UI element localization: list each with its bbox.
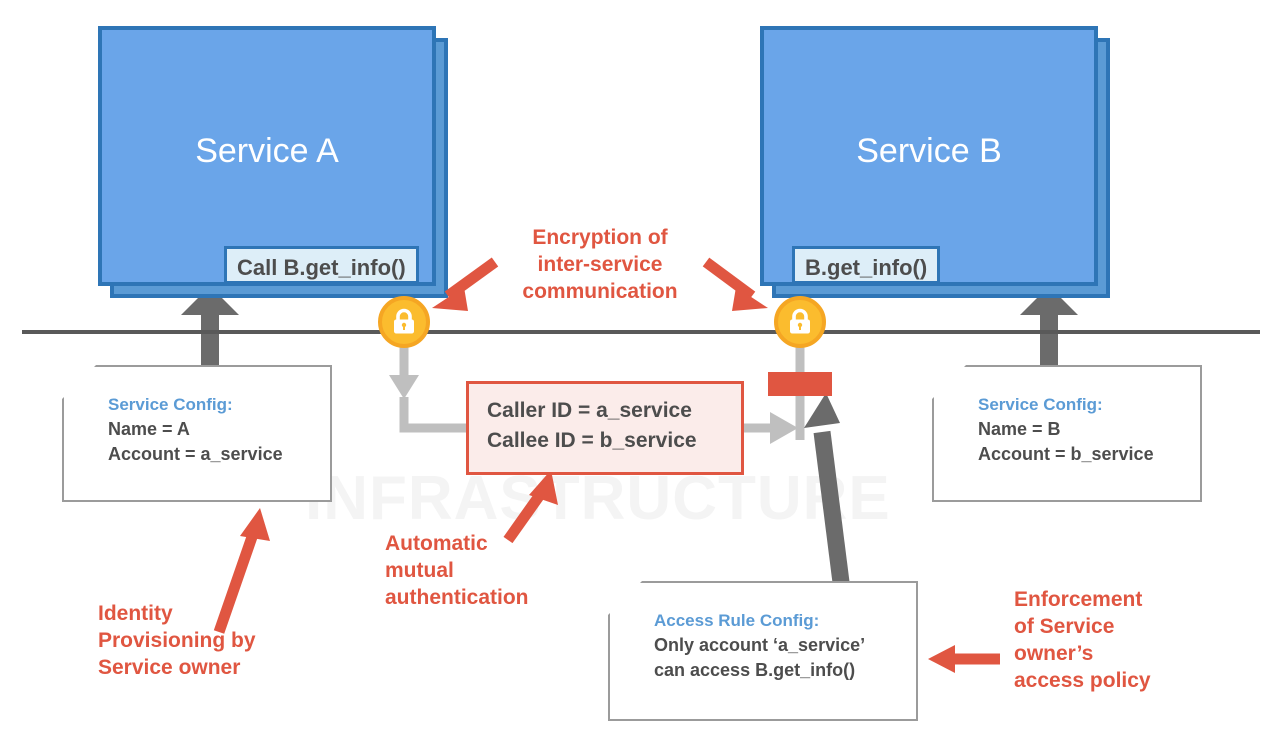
service-b-method[interactable]: B.get_info() [792, 246, 941, 284]
callout-mutual-auth-line-1: Automatic [385, 532, 488, 555]
service-a-title: Service A [195, 132, 339, 170]
flow-right-arrowhead [770, 412, 798, 444]
note-service-config-b-title: Service Config: [978, 395, 1103, 414]
lock-icon-left-service[interactable] [378, 296, 430, 348]
flow-left-arrowhead [389, 375, 419, 399]
callout-identity-provisioning: Identity Provisioning by Service owner [98, 600, 318, 681]
infrastructure-boundary-line [22, 330, 1260, 334]
infrastructure-watermark: INFRASTRUCTURE [305, 464, 891, 533]
note-service-config-b[interactable]: Service Config: Name = B Account = b_ser… [932, 365, 1202, 502]
identity-assertion-box: Caller ID = a_service Callee ID = b_serv… [466, 381, 744, 475]
identity-callee-line: Callee ID = b_service [487, 429, 697, 452]
service-b-card-front: Service B B.get_info() [760, 26, 1098, 286]
arrow-identity-a [181, 286, 239, 372]
note-service-config-a[interactable]: Service Config: Name = A Account = a_ser… [62, 365, 332, 502]
note-service-config-b-line-2: Account = b_service [978, 444, 1154, 464]
note-service-config-b-line-1: Name = B [978, 419, 1061, 439]
callout-enforcement-line-4: access policy [1014, 669, 1151, 692]
arrow-enforcement [804, 393, 852, 600]
callout-identity-line-2: Provisioning by [98, 629, 256, 652]
lock-icon-right-service[interactable] [774, 296, 826, 348]
note-access-rule-config[interactable]: Access Rule Config: Only account ‘a_serv… [608, 581, 918, 721]
note-access-rule-config-body: Access Rule Config: Only account ‘a_serv… [654, 609, 908, 683]
note-access-rule-config-line-1: Only account ‘a_service’ [654, 635, 866, 655]
callout-mutual-auth-line-2: mutual [385, 559, 454, 582]
service-a-method[interactable]: Call B.get_info() [224, 246, 419, 284]
service-a-card[interactable]: Service A Call B.get_info() [98, 26, 448, 298]
note-service-config-a-title: Service Config: [108, 395, 233, 414]
lock-icon [790, 308, 810, 334]
note-access-rule-config-title: Access Rule Config: [654, 611, 820, 630]
note-service-config-a-line-1: Name = A [108, 419, 190, 439]
callout-encryption-line-3: communication [522, 280, 678, 303]
lock-icon [394, 308, 414, 334]
callout-mutual-auth-line-3: authentication [385, 586, 529, 609]
callout-enforcement-line-2: of Service [1014, 615, 1115, 638]
callout-encryption-line-2: inter-service [537, 253, 663, 276]
callout-identity-line-1: Identity [98, 602, 173, 625]
callout-encryption: Encryption of inter-service communicatio… [502, 224, 698, 305]
note-service-config-a-line-2: Account = a_service [108, 444, 283, 464]
callout-identity-line-3: Service owner [98, 656, 241, 679]
note-service-config-a-body: Service Config: Name = A Account = a_ser… [108, 393, 322, 467]
policy-enforcement-bar [768, 372, 832, 396]
arrow-identity-b [1020, 286, 1078, 372]
service-a-card-front: Service A Call B.get_info() [98, 26, 436, 286]
callout-enforcement-line-3: owner’s [1014, 642, 1094, 665]
service-b-title: Service B [856, 132, 1002, 170]
flow-left-elbow [399, 397, 470, 433]
service-b-card[interactable]: Service B B.get_info() [760, 26, 1110, 298]
callout-enforcement-line-1: Enforcement [1014, 588, 1143, 611]
callout-encryption-line-1: Encryption of [532, 226, 668, 249]
note-service-config-b-body: Service Config: Name = B Account = b_ser… [978, 393, 1192, 467]
identity-caller-line: Caller ID = a_service [487, 399, 692, 422]
note-access-rule-config-line-2: can access B.get_info() [654, 660, 856, 680]
callout-mutual-authentication: Automatic mutual authentication [385, 530, 585, 611]
callout-enforcement: Enforcement of Service owner’s access po… [1014, 586, 1214, 694]
